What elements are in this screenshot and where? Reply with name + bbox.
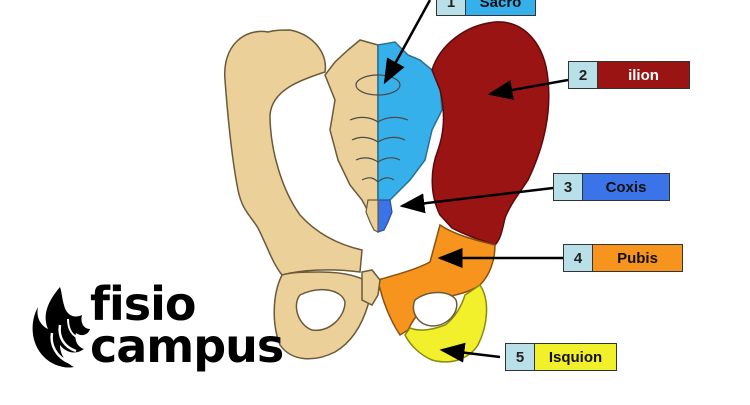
- label-name: Isquion: [535, 344, 616, 370]
- left-ilium: [224, 29, 363, 276]
- label-number: 4: [564, 245, 593, 271]
- label-number: 5: [506, 344, 535, 370]
- label-coxis: 3 Coxis: [553, 173, 670, 201]
- right-obturator-foramen: [412, 291, 458, 327]
- label-name: ilion: [598, 62, 689, 88]
- fisiocampus-logo: fisio campus: [30, 281, 284, 375]
- arrow-ilion: [487, 78, 569, 100]
- label-number: 1: [437, 0, 466, 15]
- arrow-sacro: [383, 0, 432, 85]
- arrow-coxis: [399, 186, 554, 214]
- label-pubis: 4 Pubis: [563, 244, 683, 272]
- sacral-details: [349, 74, 409, 183]
- flame-icon: [32, 287, 90, 368]
- sacrum-left-half: [324, 39, 379, 228]
- coccyx: [377, 199, 393, 233]
- logo-line-fisio: fisio: [90, 277, 197, 331]
- right-ilium: [431, 21, 550, 246]
- label-number: 2: [569, 62, 598, 88]
- logo-line-campus: campus: [90, 319, 284, 373]
- label-isquion: 5 Isquion: [505, 343, 617, 371]
- right-ischium: [404, 283, 488, 363]
- arrow-isquion: [439, 342, 501, 363]
- pubic-symphysis: [361, 269, 381, 306]
- coccyx-left: [365, 199, 379, 233]
- label-name: Sacro: [466, 0, 535, 15]
- label-name: Pubis: [593, 245, 682, 271]
- left-obturator-foramen: [295, 288, 346, 332]
- label-sacro: 1 Sacro: [436, 0, 536, 16]
- label-ilion: 2 ilion: [568, 61, 690, 89]
- label-name: Coxis: [583, 174, 669, 200]
- label-number: 3: [554, 174, 583, 200]
